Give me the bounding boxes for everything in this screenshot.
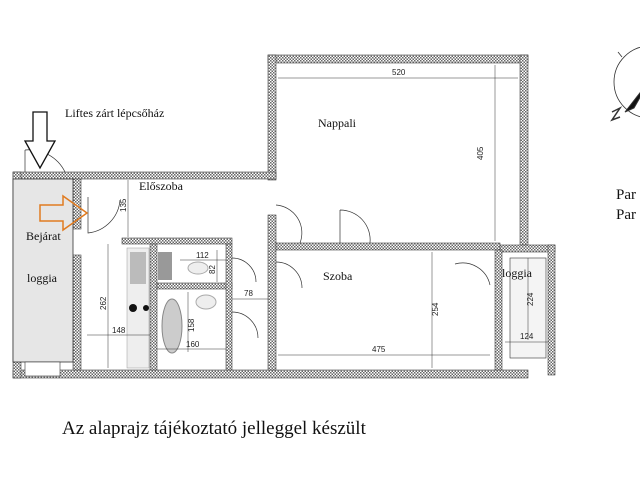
stairwell-arrow-icon — [23, 111, 57, 170]
entrance-loggia — [12, 178, 74, 363]
label-loggia-right: loggia — [502, 266, 532, 280]
label-hall: Előszoba — [139, 179, 183, 193]
footer-note: Az alaprajz tájékoztató jelleggel készül… — [62, 418, 366, 439]
walls — [12, 54, 556, 379]
dimension-lines — [87, 65, 548, 368]
dim-living-depth: 405 — [476, 146, 485, 160]
dim-corridor-width: 78 — [244, 289, 253, 298]
dim-kitchen-depth: 262 — [99, 296, 108, 310]
label-entrance: Bejárat — [26, 229, 61, 243]
dim-room-depth: 254 — [431, 302, 440, 316]
dim-loggia-width: 124 — [520, 332, 534, 341]
dim-kitchen-width: 148 — [112, 326, 126, 335]
dim-hall-depth: 135 — [119, 198, 128, 212]
label-room: Szoba — [323, 269, 353, 283]
dim-bath-width: 160 — [186, 340, 200, 349]
fixtures — [126, 247, 217, 369]
north-arrow-icon — [610, 47, 640, 122]
entry-arrow-icon — [39, 194, 89, 232]
label-loggia-left: loggia — [27, 271, 57, 285]
dim-wc-depth: 82 — [208, 265, 217, 274]
dim-room-width: 475 — [372, 345, 386, 354]
label-right-1: Par — [616, 187, 636, 203]
dim-loggia-depth: 224 — [526, 292, 535, 306]
doors — [24, 149, 491, 339]
label-living: Nappali — [318, 116, 356, 130]
dim-wc-width: 112 — [196, 251, 209, 260]
dim-bath-depth: 158 — [187, 318, 196, 332]
label-right-2: Par — [616, 207, 636, 223]
label-stairwell: Liftes zárt lépcsőház — [65, 106, 165, 120]
dim-living-width: 520 — [392, 68, 406, 77]
